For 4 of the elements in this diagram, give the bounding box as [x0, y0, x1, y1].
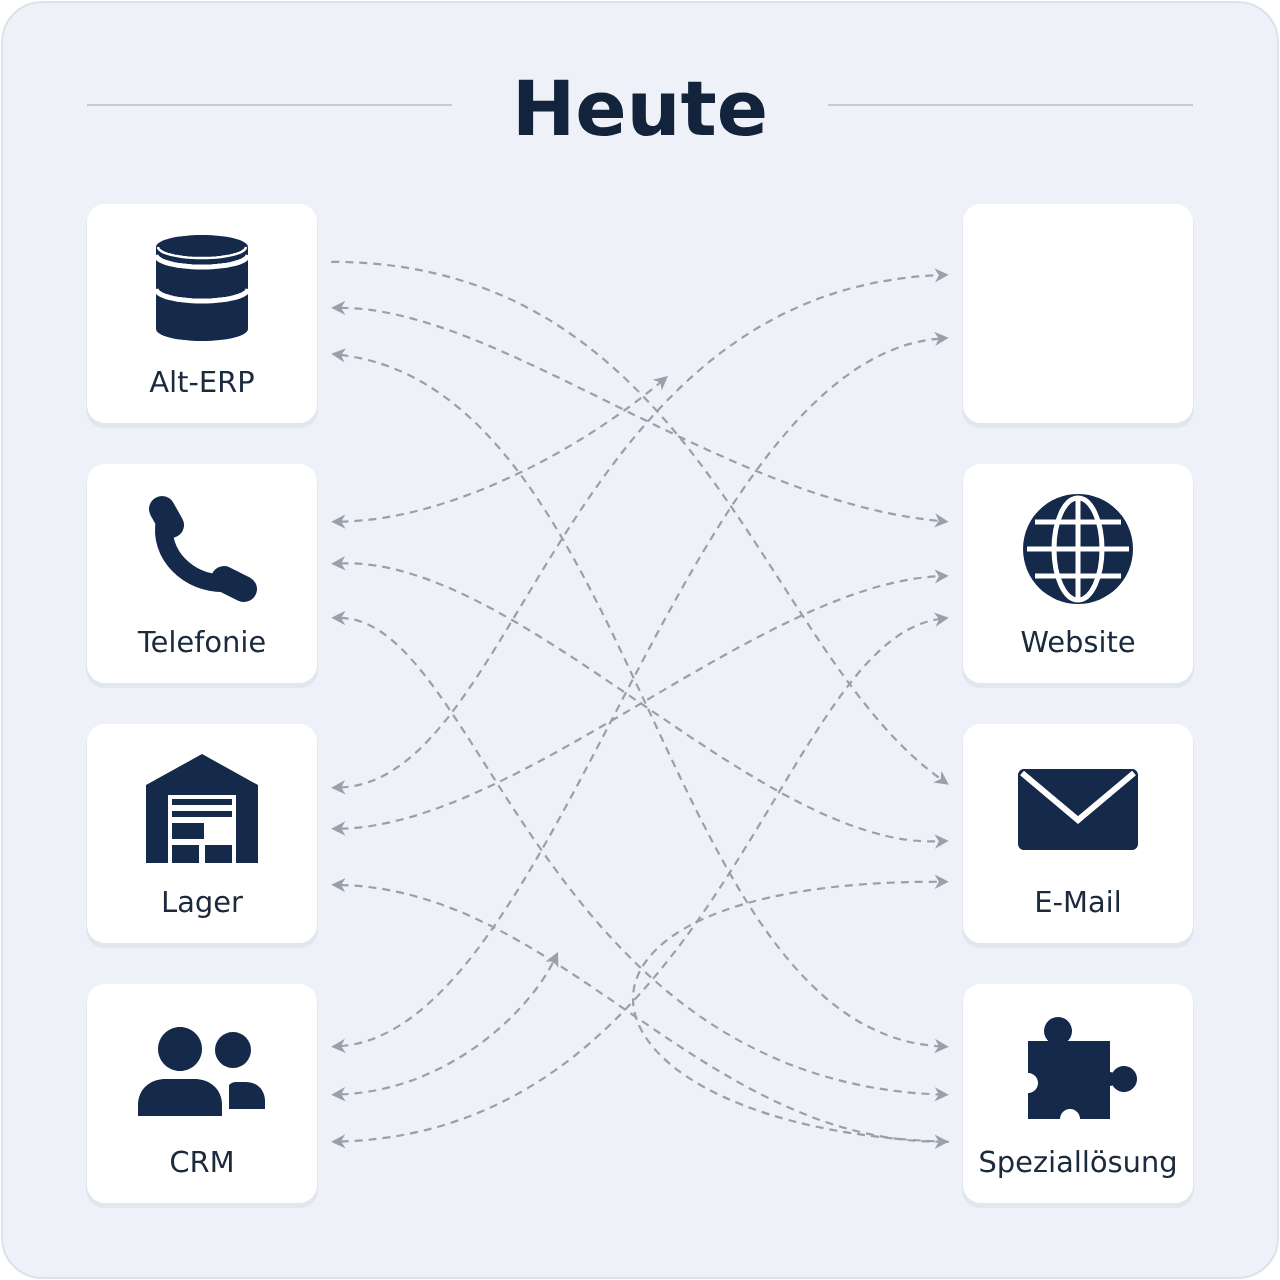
dashed-arrow: [632, 874, 949, 1143]
card: Telefonie: [86, 464, 318, 688]
card: [962, 204, 1194, 428]
title: Heute: [518, 79, 765, 137]
